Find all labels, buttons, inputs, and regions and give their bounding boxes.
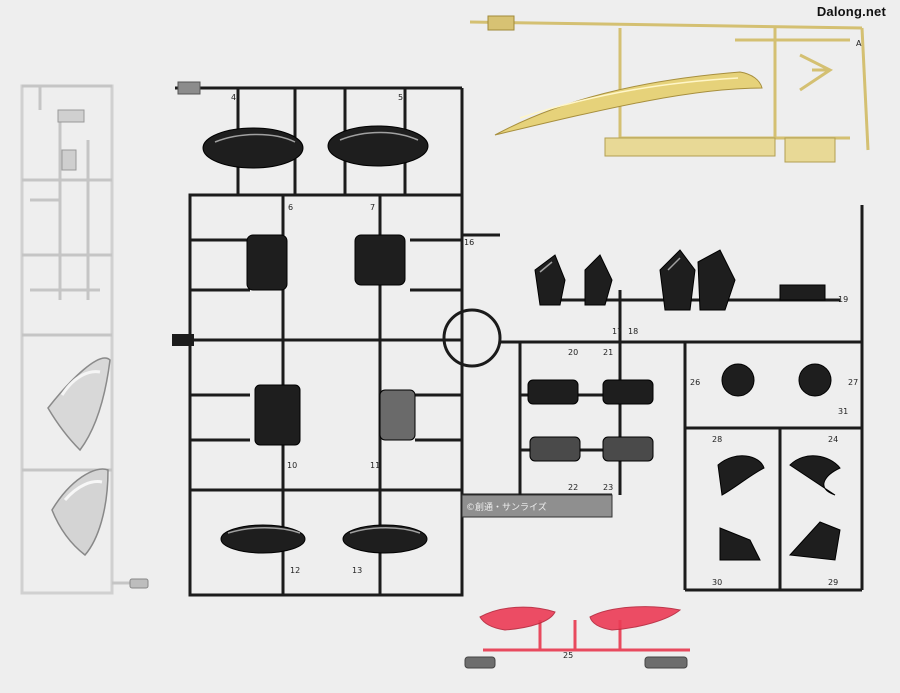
part-number-16: 16 [464, 238, 474, 247]
part-number-24: 24 [828, 435, 838, 444]
part-number-19: 19 [838, 295, 848, 304]
black-part-highlights [214, 131, 681, 534]
chrome-parts [47, 109, 149, 589]
svg-text:©創通・サンライズ: ©創通・サンライズ [466, 501, 547, 513]
copyright-plate: ©創通・サンライズ [466, 501, 547, 513]
part-number-4: 4 [231, 93, 236, 102]
part-number-5: 5 [398, 93, 403, 102]
part-numbers: 4 5 6 7 10 11 12 13 16 17 18 19 20 21 22… [231, 93, 858, 660]
part-number-22: 22 [568, 483, 578, 492]
part-number-27: 27 [848, 378, 858, 387]
chrome-runner [20, 84, 145, 595]
grey-caps [464, 656, 688, 669]
part-number-26: 26 [690, 378, 700, 387]
part-number-11: 11 [370, 461, 380, 470]
part-number-28: 28 [712, 435, 722, 444]
red-runner [483, 620, 690, 652]
part-number-29: 29 [828, 578, 838, 587]
part-number-10: 10 [287, 461, 297, 470]
part-number-31: 31 [838, 407, 848, 416]
part-number-20: 20 [568, 348, 578, 357]
gold-runner [469, 20, 870, 163]
part-number-12: 12 [290, 566, 300, 575]
black-main-runner [172, 81, 864, 597]
part-number-13: 13 [352, 566, 362, 575]
part-number-7: 7 [370, 203, 375, 212]
part-number-21: 21 [603, 348, 613, 357]
watermark-label: Dalong.net [816, 4, 886, 19]
part-number-a: A [856, 39, 862, 48]
part-number-30: 30 [712, 578, 722, 587]
part-number-17: 17 [612, 327, 622, 336]
part-number-18: 18 [628, 327, 638, 336]
red-parts [479, 606, 682, 631]
gold-blade-part [487, 15, 833, 136]
part-number-25: 25 [563, 651, 573, 660]
part-number-6: 6 [288, 203, 293, 212]
runner-cap [172, 334, 194, 346]
part-number-23: 23 [603, 483, 613, 492]
